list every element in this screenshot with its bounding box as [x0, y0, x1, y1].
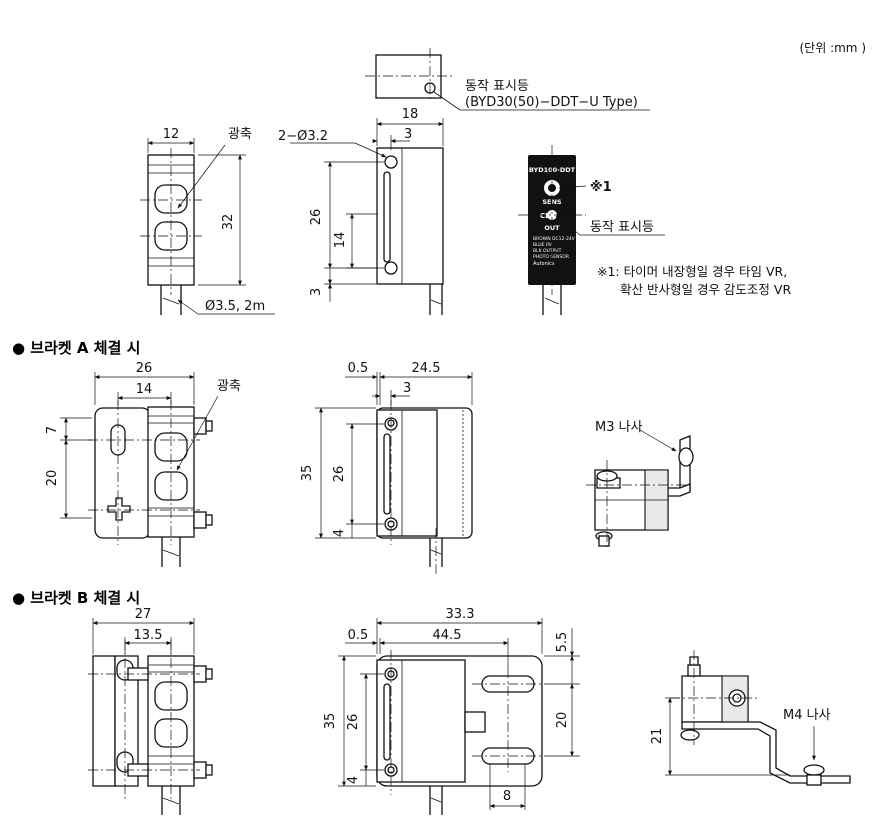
face-line4: PHOTO SENSOR: [533, 254, 569, 260]
mark-1: ※1: [590, 180, 612, 195]
indicator-label: 동작 표시등: [465, 79, 529, 94]
dim-3-top: 3: [404, 127, 412, 142]
dim-32: 32: [221, 214, 236, 231]
a-dim-3: 3: [403, 381, 411, 396]
b-dim-8: 8: [503, 789, 511, 804]
bracket-a-front-view: 26 14 광축 7 20: [45, 361, 241, 567]
face-line3: BLK OUTPUT: [533, 248, 562, 254]
bracket-b-side-view: 33.3 0.5 44.5 5.5 20 35 26 4 8: [323, 607, 580, 815]
section-bracket-b: ● 브라켓 B 체결 시: [12, 589, 140, 607]
a-dim-14: 14: [136, 382, 153, 397]
face-line2: BLUE 0V: [533, 242, 553, 248]
bracket-b-isometric-view: 21 M4 나사: [650, 650, 851, 786]
hole-label: 2−Ø3.2: [278, 129, 328, 144]
b-dim-35: 35: [323, 713, 338, 730]
b-screw-label: M4 나사: [783, 708, 831, 723]
a-dim-26: 26: [136, 361, 153, 376]
bracket-b-front-view: 27 13.5: [88, 607, 213, 815]
unit-note: (단위 :mm ): [800, 41, 867, 55]
b-dim-20: 20: [555, 712, 570, 729]
section-bracket-a: ● 브라켓 A 체결 시: [12, 339, 140, 357]
b-dim-0.5: 0.5: [348, 628, 369, 643]
light-axis-label: 광축: [228, 127, 252, 142]
b-dim-13.5: 13.5: [134, 628, 163, 643]
dim-12: 12: [163, 127, 180, 142]
b-dim-21: 21: [650, 728, 665, 745]
a-dim-24.5: 24.5: [412, 361, 441, 376]
bracket-a-side-view: 0.5 24.5 3 35 26 4: [300, 361, 473, 575]
sensor-front-view: 12 광축 32 Ø3.5, 2m: [140, 127, 275, 315]
face-line1: BROWN DC12-24V: [533, 236, 576, 242]
note-line-1: ※1: 타이머 내장형일 경우 타임 VR,: [597, 264, 787, 279]
indicator-top-view: 동작 표시등 (BYD30(50)−DDT−U Type): [365, 48, 650, 111]
face-brand: Autonics: [533, 261, 555, 267]
dim-3-side: 3: [309, 288, 324, 296]
b-dim-4: 4: [346, 776, 361, 784]
b-dim-44.5: 44.5: [433, 628, 462, 643]
face-out: OUT: [544, 224, 560, 232]
a-dim-26v: 26: [332, 466, 347, 483]
b-dim-27: 27: [135, 607, 152, 622]
bracket-a-isometric-view: M3 나사: [586, 420, 694, 550]
cable-label: Ø3.5, 2m: [205, 299, 265, 314]
indicator-model-label: (BYD30(50)−DDT−U Type): [465, 95, 638, 110]
note-line-2: 확산 반사형일 경우 감도조정 VR: [620, 282, 791, 297]
svg-text:CE: CE: [540, 212, 550, 220]
a-dim-20: 20: [45, 470, 60, 487]
a-screw-label: M3 나사: [595, 420, 643, 435]
indicator-label-2: 동작 표시등: [590, 220, 654, 235]
b-dim-33.3: 33.3: [446, 607, 475, 622]
b-dim-26: 26: [346, 714, 361, 731]
a-light-axis-label: 광축: [217, 379, 241, 394]
sensor-side-view: 18 3 2−Ø3.2 26 14 3: [278, 107, 444, 315]
a-dim-35: 35: [300, 465, 315, 482]
dim-26: 26: [309, 209, 324, 226]
a-dim-4: 4: [332, 529, 347, 537]
a-dim-0.5: 0.5: [348, 361, 369, 376]
dim-14: 14: [333, 232, 348, 249]
a-dim-7: 7: [45, 426, 60, 434]
dim-18: 18: [402, 107, 419, 122]
b-dim-5.5: 5.5: [555, 632, 570, 653]
sensor-face-view: BYD100-DDT SENS CE OUT BROWN DC12-24V BL…: [518, 145, 791, 315]
